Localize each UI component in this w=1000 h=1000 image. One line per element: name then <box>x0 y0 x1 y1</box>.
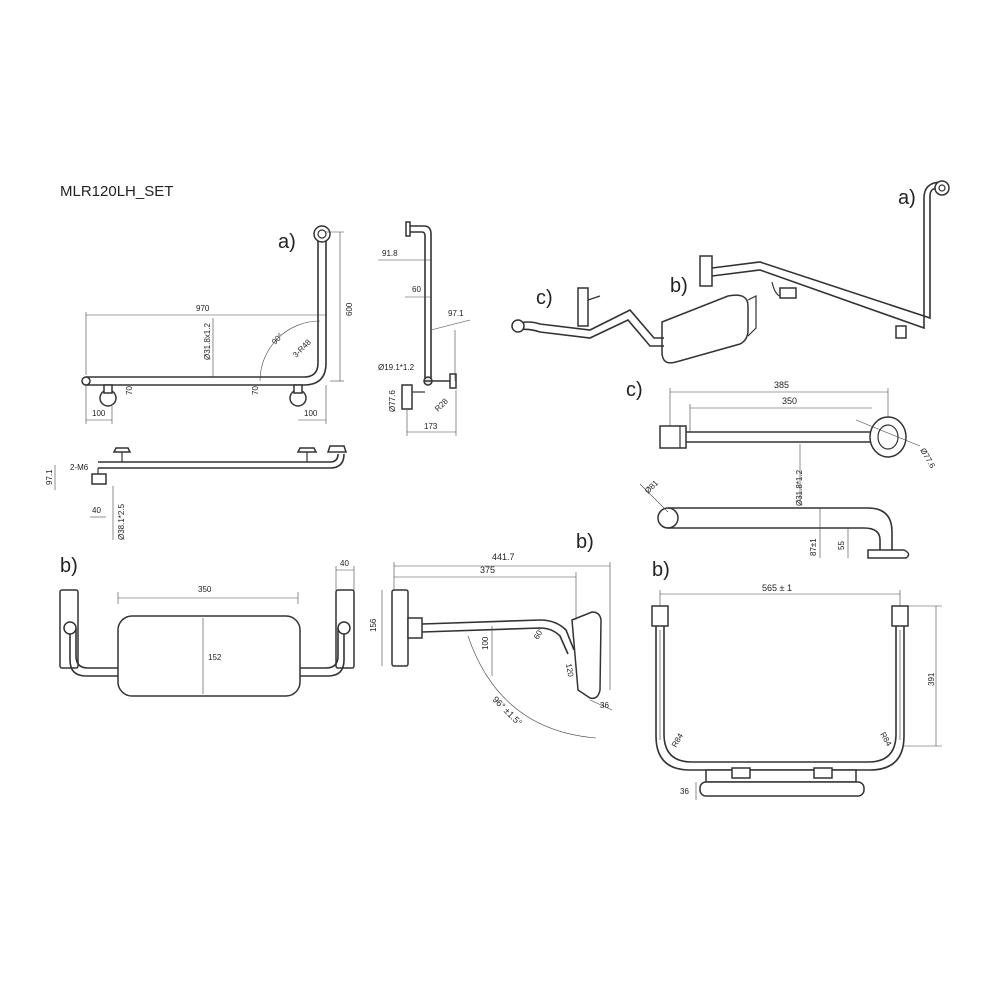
label-b-front: b) <box>60 555 78 577</box>
dim-side-173: 173 <box>424 422 438 431</box>
view-isometric: a) b) c) <box>511 180 950 364</box>
label-iso-a: a) <box>898 187 916 209</box>
dim-b-152: 152 <box>208 653 222 662</box>
label-a-front: a) <box>278 231 296 253</box>
dim-b-156: 156 <box>369 618 378 632</box>
dim-b-side-36: 36 <box>600 701 609 710</box>
dim-c-81: Ø81 <box>643 478 660 495</box>
dim-970: 970 <box>196 304 210 313</box>
dim-b2-391: 391 <box>927 672 936 686</box>
dim-91-8: 91.8 <box>382 249 398 258</box>
view-a-front: a) 970 600 Ø31.8x1.2 90° 3-R48 70 70 <box>81 225 354 424</box>
dim-c-tube: Ø31.8*1.2 <box>795 469 804 506</box>
dim-side-60: 60 <box>412 285 421 294</box>
dim-top-tube: Ø38.1*2.5 <box>117 503 126 540</box>
view-c-side: Ø81 87±1 55 <box>639 478 910 559</box>
dim-side-r28: R28 <box>433 396 450 413</box>
dim-b-350: 350 <box>198 585 212 594</box>
dim-side-97: 97.1 <box>448 309 464 318</box>
dim-c-385: 385 <box>774 380 789 390</box>
dim-side-tube: Ø19.1*1.2 <box>378 363 415 372</box>
dim-b-441: 441.7 <box>492 552 515 562</box>
label-c-top: c) <box>626 379 643 401</box>
dim-b-100: 100 <box>481 636 490 650</box>
dim-70-right: 70 <box>251 386 260 395</box>
dim-100-right: 100 <box>304 409 318 418</box>
dim-70-left: 70 <box>125 386 134 395</box>
dim-b2-36: 36 <box>680 787 689 796</box>
view-b-side: b) 441.7 375 156 100 60° 120 96° ±1.5° 3… <box>369 531 613 739</box>
dim-c-87: 87±1 <box>809 538 818 556</box>
dim-b2-r84-left: R84 <box>670 731 685 749</box>
dim-top-m6: 2-M6 <box>70 463 89 472</box>
view-c-top: c) 385 350 Ø31.8*1.2 Ø77.6 <box>626 379 937 506</box>
dim-radius-a: 3-R48 <box>291 337 313 359</box>
view-b-front: b) 350 152 40 <box>59 555 355 697</box>
drawing-title: MLR120LH_SET <box>60 183 173 200</box>
dim-top-40: 40 <box>92 506 101 515</box>
dim-tube-a: Ø31.8x1.2 <box>203 323 212 360</box>
dim-b2-565: 565 ± 1 <box>762 583 792 593</box>
dim-c-55: 55 <box>837 541 846 550</box>
label-iso-c: c) <box>536 287 553 309</box>
label-b-top: b) <box>652 559 670 581</box>
dim-100-left: 100 <box>92 409 106 418</box>
dim-c-350: 350 <box>782 396 797 406</box>
dim-b-375: 375 <box>480 565 495 575</box>
view-a-top: 97.1 2-M6 40 Ø38.1*2.5 <box>45 445 348 540</box>
dim-b2-r84-right: R84 <box>878 731 893 749</box>
dim-top-97: 97.1 <box>45 469 54 485</box>
label-b-side: b) <box>576 531 594 553</box>
view-b-top: b) 565 ± 1 391 R84 R84 36 <box>651 559 942 800</box>
dim-600: 600 <box>345 302 354 316</box>
dim-c-flange: Ø77.6 <box>918 447 937 471</box>
dim-b-40: 40 <box>340 559 349 568</box>
dim-side-flange: Ø77.6 <box>388 390 397 412</box>
dim-b-120: 120 <box>564 663 575 678</box>
label-iso-b: b) <box>670 275 688 297</box>
view-a-side: 91.8 60 97.1 Ø19.1*1.2 Ø77.6 R28 173 <box>378 221 471 436</box>
